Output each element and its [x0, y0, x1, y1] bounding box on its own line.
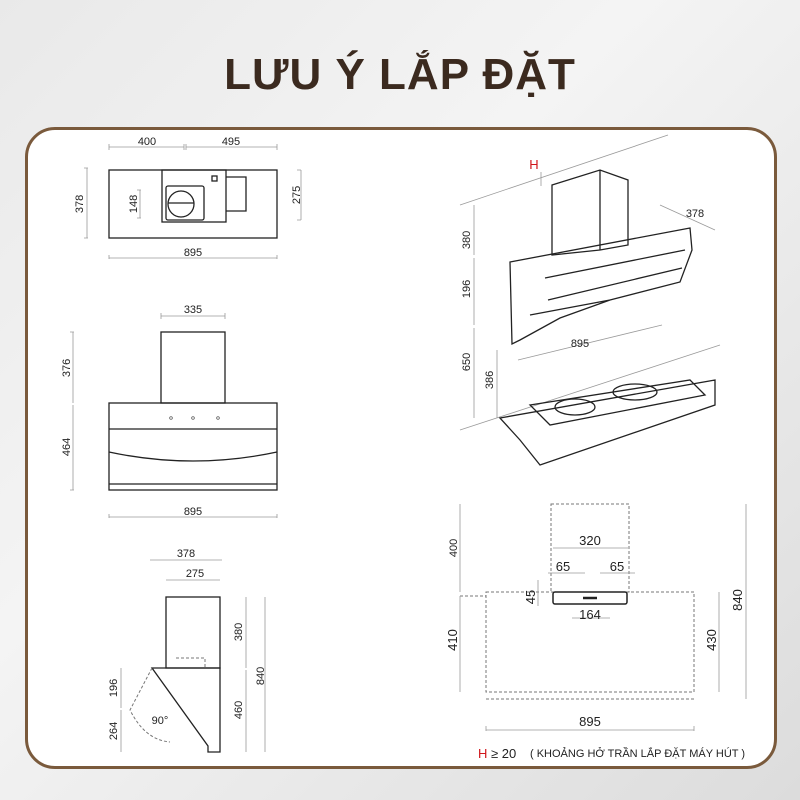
dim-depth: 378: [74, 195, 86, 213]
dim-body-height: 464: [61, 438, 73, 456]
dim-m-body-right: 430: [704, 629, 719, 651]
footer-h-marker: H: [478, 746, 487, 761]
dim-panel-height: 196: [108, 679, 120, 697]
dim-m-total-height: 840: [730, 589, 745, 611]
dim-side-total-height: 840: [255, 667, 267, 685]
dim-side-depth: 378: [177, 548, 195, 560]
page-title: LƯU Ý LẮP ĐẶT: [224, 50, 576, 99]
perspective-view: H 380 196 650 386 378 895: [459, 134, 721, 466]
dim-m-chimney-height: 400: [448, 539, 460, 557]
dim-chimney-width: 335: [184, 304, 202, 316]
dim-p-install-height: 650: [461, 353, 473, 371]
angle-label: 90°: [152, 715, 169, 727]
dim-p-chimney-height: 380: [461, 231, 473, 249]
dim-m-bracket-center: 164: [579, 607, 601, 622]
dim-p-width: 895: [571, 338, 589, 350]
dim-top-right: 495: [222, 136, 240, 148]
front-view: 335 376 464 895: [61, 304, 278, 518]
dim-side-body-height: 460: [233, 701, 245, 719]
dim-duct: 148: [128, 195, 140, 213]
dim-inner-depth: 275: [291, 186, 303, 204]
dim-chimney-height: 376: [61, 359, 73, 377]
h-marker: H: [529, 157, 538, 172]
dim-width: 895: [184, 247, 202, 259]
dim-m-offset-left: 65: [556, 559, 570, 574]
dim-m-offset-right: 65: [610, 559, 624, 574]
top-view: 400 495 378 148 275 895: [74, 136, 303, 259]
dim-chimney-depth: 275: [186, 568, 204, 580]
dim-m-bracket-height: 45: [523, 590, 538, 604]
dim-lower-height: 264: [108, 722, 120, 740]
footer-condition: ≥ 20: [491, 746, 516, 761]
dim-m-body-left: 410: [445, 629, 460, 651]
footer-note-text: ( KHOẢNG HỞ TRẦN LẮP ĐẶT MÁY HÚT ): [530, 747, 745, 760]
dim-side-chimney-height: 380: [233, 623, 245, 641]
mounting-view: 400 320 65 65 45 164 410 430 840 895: [445, 503, 747, 731]
diagram-card: [25, 127, 777, 769]
dim-p-depth: 378: [686, 208, 704, 220]
footer-note: H ≥ 20 ( KHOẢNG HỞ TRẦN LẮP ĐẶT MÁY HÚT …: [478, 746, 745, 761]
dim-top-left: 400: [138, 136, 156, 148]
dim-m-bracket-span: 320: [579, 533, 601, 548]
dim-p-cooktop-gap: 386: [484, 371, 496, 389]
dim-p-panel-height: 196: [461, 280, 473, 298]
dim-front-width: 895: [184, 506, 202, 518]
dim-m-width: 895: [579, 714, 601, 729]
side-view: 378 275 380 840 460 196 264 90°: [108, 548, 267, 753]
